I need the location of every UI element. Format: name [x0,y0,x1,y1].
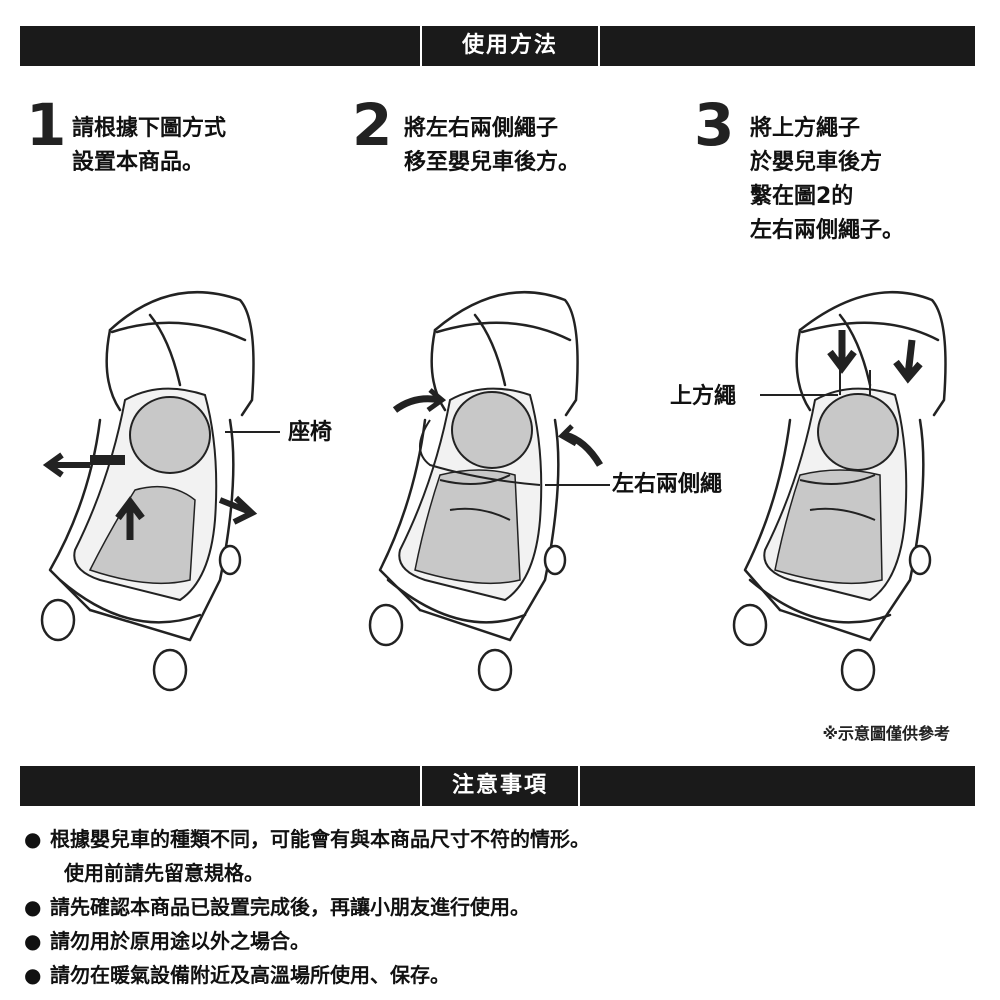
notes-header-title: 注意事項 [420,766,580,806]
bullet-icon: ● [24,827,42,851]
seat-label: 座椅 [288,420,333,446]
step-3-text: 將上方繩子 於嬰兒車後方 繫在圖2的 左右兩側繩子。 [750,112,904,248]
step-3-line-2: 於嬰兒車後方 [750,150,883,175]
bullet-icon: ● [24,963,42,987]
stroller-illustration-2 [368,290,610,692]
step-3-number: 3 [694,91,735,159]
notes-list: ●根據嬰兒車的種類不同，可能會有與本商品尺寸不符的情形。 使用前請先留意規格。 … [24,822,964,992]
step-1-line-2: 設置本商品。 [72,150,205,175]
step-2-number: 2 [352,91,393,159]
step-1-number: 1 [26,91,67,159]
stroller-illustration-3 [732,290,947,692]
usage-header-title: 使用方法 [420,26,600,66]
step-2-line-2: 移至嬰兒車後方。 [404,150,581,175]
note-item: ● 請先確認本商品已設置完成後，再讓小朋友進行使用。 [24,890,964,924]
notes-header-bar: 注意事項 [20,766,975,806]
disclaimer-text: ※示意圖僅供參考 [822,724,950,743]
note-text: 請勿在暖氣設備附近及高溫場所使用、保存。 [50,963,450,987]
bullet-icon: ● [24,895,42,919]
note-item-continuation: 使用前請先留意規格。 [64,861,264,885]
top-rope-label: 上方繩 [670,384,737,410]
step-3-line-3: 繫在圖2的 [750,184,854,209]
step-1-text: 請根據下圖方式 設置本商品。 [72,112,226,180]
step-3-line-4: 左右兩側繩子。 [750,218,905,243]
note-text: 請勿用於原用途以外之場合。 [50,929,310,953]
note-text: 根據嬰兒車的種類不同，可能會有與本商品尺寸不符的情形。 [50,827,590,851]
step-2-text: 將左右兩側繩子 移至嬰兒車後方。 [404,112,580,180]
step-1-line-1: 請根據下圖方式 [72,116,227,141]
note-text: 請先確認本商品已設置完成後，再讓小朋友進行使用。 [50,895,530,919]
bullet-icon: ● [24,929,42,953]
usage-header-bar: 使用方法 [20,26,975,66]
stroller-illustration-1 [40,290,280,692]
note-item: ● 請勿在暖氣設備附近及高溫場所使用、保存。 [24,958,964,992]
step-3-line-1: 將上方繩子 [750,116,861,141]
note-item: ● 根據嬰兒車的種類不同，可能會有與本商品尺寸不符的情形。 [24,822,964,856]
step-2-line-1: 將左右兩側繩子 [404,116,559,141]
side-ropes-label: 左右兩側繩 [612,472,723,498]
note-item: ● 請勿用於原用途以外之場合。 [24,924,964,958]
